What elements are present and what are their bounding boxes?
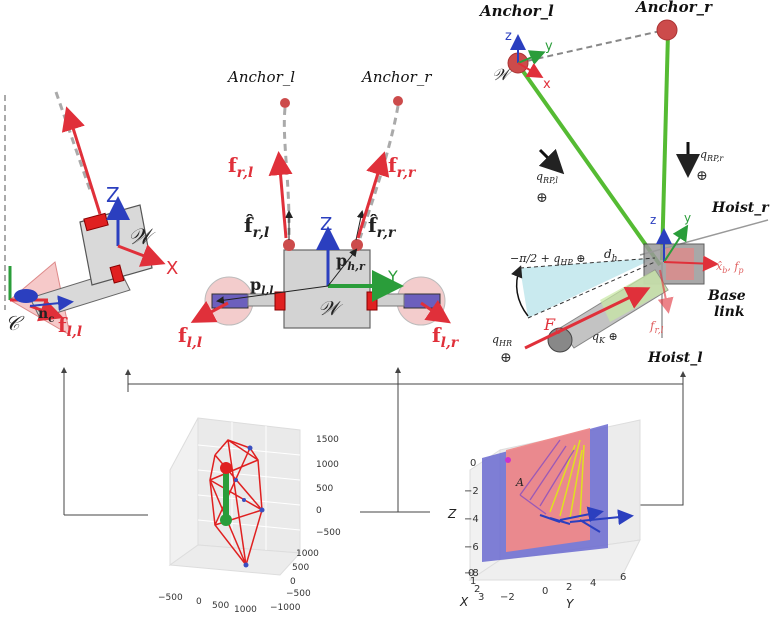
rp-y-tick-1: −2 xyxy=(500,592,515,603)
lp-y-tick-1: 1000 xyxy=(296,549,319,559)
frl-label-r: fr,l xyxy=(649,319,664,336)
pos-phr-label: ph,r xyxy=(336,251,366,273)
force-frl-label: fr,l xyxy=(228,153,253,181)
middle-panel: Anchor_l Anchor_r Z Y 𝒲 fr,l f xyxy=(178,68,460,351)
base-label: Base xyxy=(707,288,746,304)
rp-x-tick-2: 1 xyxy=(470,576,476,587)
hoist-l-label: Hoist_l xyxy=(647,350,703,366)
oplus-rp-l: ⊕ xyxy=(536,190,548,206)
xb-fp-label: x̂b, fp xyxy=(716,260,744,275)
axis-y-label-b: y xyxy=(684,211,691,225)
lp-x-tick-2: 0 xyxy=(196,597,202,607)
frame-w-label-r: 𝒲 xyxy=(492,65,513,84)
lp-x-tick-3: 500 xyxy=(212,601,229,611)
axis-y-label-r: y xyxy=(545,39,553,54)
rp-z-tick-5: −8 xyxy=(464,568,479,579)
oplus-hr: ⊕ xyxy=(500,350,512,366)
label-a: A xyxy=(515,476,524,489)
axis-z-label: Z xyxy=(106,183,120,207)
rp-y-tick-2: 0 xyxy=(542,586,548,597)
lp-y-tick-2: 500 xyxy=(292,563,309,573)
lp-y-tick-4: −500 xyxy=(286,589,311,599)
plot3d-left: 1500 1000 500 0 −500 1000 500 0 −500 −10… xyxy=(158,417,341,615)
rp-x-tick-1: 0 xyxy=(468,568,474,579)
rp-y-label: Y xyxy=(566,597,575,611)
force-fll-label-mid: fl,l xyxy=(178,323,202,351)
anchor-l-label: Anchor_l xyxy=(226,68,295,86)
plot3d-right: A Z X Y 0 −2 −4 −6 −8 0 1 2 3 −2 0 2 4 6 xyxy=(447,419,641,611)
axis-z-label-b: z xyxy=(650,213,656,227)
axis-x-label: X xyxy=(166,258,178,279)
anchor-l-dot xyxy=(280,98,290,108)
lp-z-tick-5: −500 xyxy=(316,528,341,538)
axis-z-label-mid: Z xyxy=(320,214,332,235)
rp-z-tick-1: 0 xyxy=(470,458,476,469)
rp-z-label: Z xyxy=(447,507,457,521)
frame-c-label: 𝒞 xyxy=(5,311,25,335)
force-frr-label: fr,r xyxy=(388,153,417,181)
q-hr-label: qHR xyxy=(492,333,512,348)
pitch-wedge xyxy=(520,258,655,318)
fc-label: Fc xyxy=(543,315,561,337)
unit-frl-label: f̂r,l xyxy=(244,213,269,241)
connector-lines xyxy=(61,367,686,516)
hoist-r-label: Hoist_r xyxy=(711,200,770,216)
force-fll-label: fl,l xyxy=(58,313,82,340)
anchor-l-label-r: Anchor_l xyxy=(478,2,554,20)
rp-x-label: X xyxy=(459,595,469,609)
oplus-rp-r: ⊕ xyxy=(696,168,708,184)
frame-w-label: 𝒲 xyxy=(128,225,156,250)
rp-x-tick-3: 2 xyxy=(474,584,480,595)
axis-z-label-r: z xyxy=(505,29,512,44)
force-flr-label-mid: fl,r xyxy=(432,323,460,351)
rp-z-tick-2: −2 xyxy=(464,486,479,497)
right-panel: Anchor_l Anchor_r z y x 𝒲 qRP,l ⊕ qRP,r … xyxy=(478,0,770,366)
rp-y-tick-5: 6 xyxy=(620,572,626,583)
link-label: link xyxy=(714,304,745,320)
lp-z-tick-2: 1000 xyxy=(316,460,339,470)
lp-y-tick-3: 0 xyxy=(290,577,296,587)
anchor-r-label: Anchor_r xyxy=(360,68,432,86)
lp-x-tick-4: 1000 xyxy=(234,605,257,615)
lp-x-tick-1: −500 xyxy=(158,593,183,603)
q-hp-label: −π/2 + qHP ⊕ xyxy=(510,252,585,267)
rp-y-tick-3: 2 xyxy=(566,582,572,593)
axis-x-label-r: x xyxy=(543,77,551,92)
anchor-r-dot xyxy=(393,96,403,106)
q-k-label: qK ⊕ xyxy=(592,330,618,345)
rp-x-tick-4: 3 xyxy=(478,592,484,603)
lp-z-tick-1: 1500 xyxy=(316,435,339,445)
rp-z-tick-3: −4 xyxy=(464,514,479,525)
dh-label: dh xyxy=(604,247,617,264)
rp-y-tick-4: 4 xyxy=(590,578,596,589)
left-panel: Z X 𝒲 𝒞 nc fl,l xyxy=(4,91,178,340)
rp-z-tick-4: −6 xyxy=(464,542,479,553)
lp-y-tick-5: −1000 xyxy=(270,603,301,613)
anchor-r-ball xyxy=(656,19,678,41)
normal-nc-label: nc xyxy=(38,306,54,325)
pos-pll-label: pl,l xyxy=(250,275,273,297)
q-rp-r-label: qRP,r xyxy=(700,148,724,163)
q-rp-l-label: qRP,l xyxy=(536,170,558,185)
lp-z-tick-3: 500 xyxy=(316,484,333,494)
unit-frr-label: f̂r,r xyxy=(368,213,397,241)
anchor-r-label-r: Anchor_r xyxy=(634,0,713,16)
lp-z-tick-4: 0 xyxy=(316,506,322,516)
axis-y-label-mid: Y xyxy=(387,267,398,286)
